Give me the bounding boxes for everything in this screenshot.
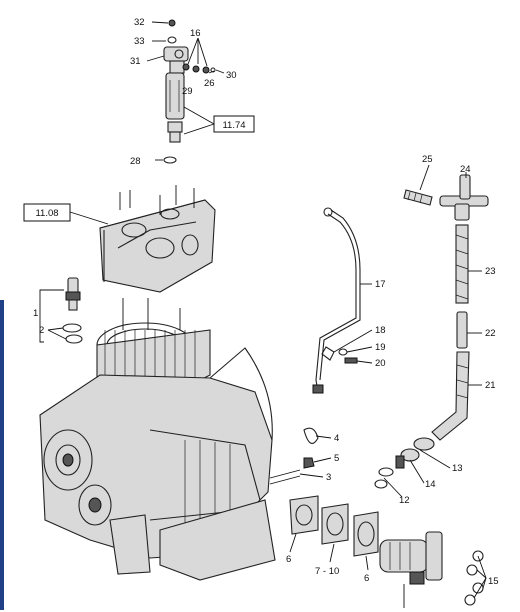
callout-13: 13 bbox=[452, 463, 463, 474]
reference-label: 11.08 bbox=[35, 208, 58, 219]
callout-24: 24 bbox=[460, 164, 471, 175]
callout-30: 30 bbox=[226, 70, 237, 81]
callout-3: 3 bbox=[326, 472, 331, 483]
engine-block bbox=[39, 298, 301, 581]
leader-lines bbox=[39, 21, 487, 599]
callout-19: 19 bbox=[375, 342, 386, 353]
callout-2: 2 bbox=[39, 325, 44, 336]
callout-5: 5 bbox=[334, 453, 339, 464]
gasket-stack bbox=[289, 495, 379, 557]
reference-box-11-08: 11.08 bbox=[23, 203, 109, 225]
hose-assembly bbox=[395, 174, 489, 469]
callout-21: 21 bbox=[485, 380, 496, 391]
callout-12: 12 bbox=[399, 495, 410, 506]
callout-33: 33 bbox=[134, 36, 145, 47]
callout-17: 17 bbox=[375, 279, 386, 290]
callout-6-left: 6 bbox=[286, 554, 291, 565]
callout-23: 23 bbox=[485, 266, 496, 277]
cylinder-head bbox=[99, 185, 216, 293]
callout-6-right: 6 bbox=[364, 573, 369, 584]
callout-29: 29 bbox=[182, 86, 193, 97]
spark-plug-group bbox=[62, 277, 83, 344]
callout-32: 32 bbox=[134, 17, 145, 28]
callout-15: 15 bbox=[488, 576, 499, 587]
callout-4: 4 bbox=[334, 433, 339, 444]
starter-motor bbox=[379, 531, 484, 608]
callout-labels: 32 33 31 16 29 26 30 28 25 24 17 23 1 2 … bbox=[33, 17, 499, 587]
callout-7-10: 7 - 10 bbox=[315, 566, 339, 577]
callout-26: 26 bbox=[204, 78, 215, 89]
callout-14: 14 bbox=[425, 479, 436, 490]
fuel-line bbox=[312, 207, 361, 394]
reference-label: 11.74 bbox=[222, 120, 245, 131]
small-hardware bbox=[303, 427, 394, 489]
callout-25: 25 bbox=[422, 154, 433, 165]
reference-box-11-74: 11.74 bbox=[183, 106, 255, 135]
callout-1: 1 bbox=[33, 308, 38, 319]
callout-28: 28 bbox=[130, 156, 141, 167]
callout-22: 22 bbox=[485, 328, 496, 339]
callout-20: 20 bbox=[375, 358, 386, 369]
callout-16: 16 bbox=[190, 28, 201, 39]
callout-31: 31 bbox=[130, 56, 141, 67]
page-edge-strip bbox=[0, 300, 4, 610]
callout-18: 18 bbox=[375, 325, 386, 336]
injector-assembly bbox=[163, 19, 216, 164]
